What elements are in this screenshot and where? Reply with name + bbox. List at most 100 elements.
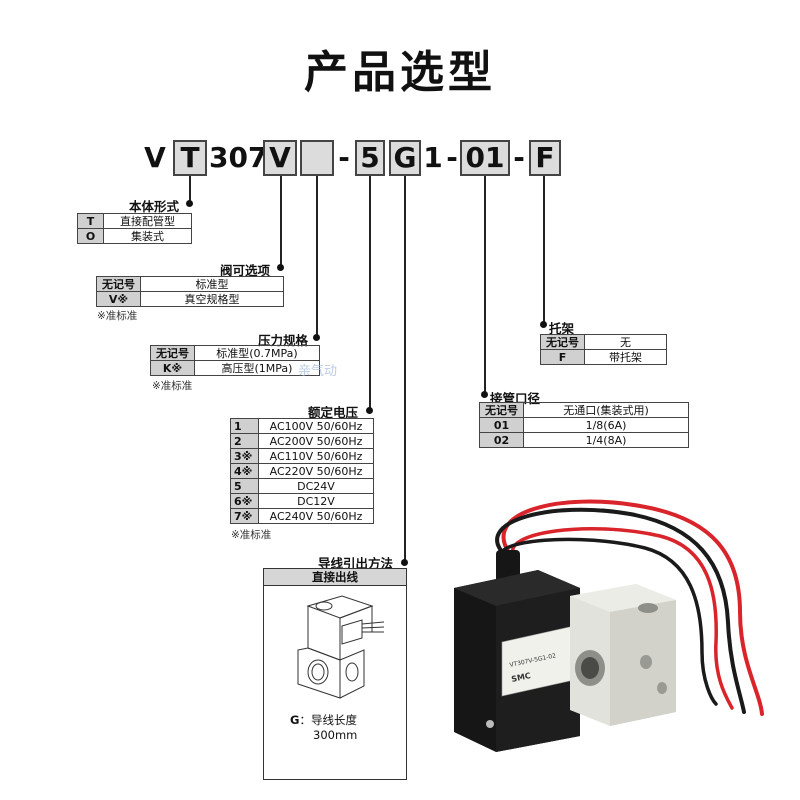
lead-code: G (290, 713, 300, 727)
code-box-voltage: 5 (355, 140, 385, 176)
code-box-lead: G (389, 140, 421, 176)
leader-dot-bracket (540, 321, 547, 328)
page-title: 产品选型 (304, 47, 496, 98)
code-cell: T (77, 213, 104, 229)
code-cell: O (77, 228, 104, 244)
code-dash-3: - (513, 141, 525, 174)
desc-cell: 带托架 (584, 349, 667, 365)
desc-cell: AC200V 50/60Hz (258, 433, 374, 449)
section-title-pressure: 压力规格 (258, 333, 309, 348)
desc-cell: 高压型(1MPa) (194, 360, 320, 376)
code-box-port: 01 (460, 140, 510, 176)
code-cell: 无记号 (540, 334, 585, 350)
desc-cell: 集装式 (103, 228, 192, 244)
desc-cell: DC12V (258, 493, 374, 509)
desc-cell: 1/4(8A) (523, 432, 689, 448)
leader-dot-valve-option (277, 264, 284, 271)
desc-cell: 直接配管型 (103, 213, 192, 229)
note-voltage: ※准标准 (231, 529, 272, 541)
red-wire-2 (510, 527, 734, 710)
leader-dot-lead (401, 559, 408, 566)
leader-dot-port (481, 391, 488, 398)
code-box-bracket: F (529, 140, 561, 176)
desc-cell: AC220V 50/60Hz (258, 463, 374, 479)
table-row: K※高压型(1MPa) (150, 360, 320, 376)
code-cell: F (540, 349, 585, 365)
table-valve-option: 无记号标准型 V※真空规格型 (96, 276, 284, 307)
table-row: 无记号无 (540, 334, 667, 350)
table-row: 3※AC110V 50/60Hz (230, 448, 374, 464)
valve-outline-illustration (297, 595, 385, 699)
lead-code-line: G：导线长度 (290, 712, 357, 728)
desc-cell: DC24V (258, 478, 374, 494)
code-cell: 无记号 (479, 402, 524, 418)
section-title-voltage: 额定电压 (308, 405, 359, 420)
section-title-bracket: 托架 (549, 321, 575, 336)
solenoid-valve-photo: VT307V-5G1-02 SMC (454, 499, 764, 752)
red-wire-1 (501, 499, 764, 716)
code-box-pressure (300, 140, 334, 176)
table-row: 无记号标准型(0.7MPa) (150, 345, 320, 361)
leader-dot-body-type (186, 200, 193, 207)
code-cell: 01 (479, 417, 524, 433)
table-row: 4※AC220V 50/60Hz (230, 463, 374, 479)
desc-cell: 无 (584, 334, 667, 350)
desc-cell: 无通口(集装式用) (523, 402, 689, 418)
desc-cell: 1/8(6A) (523, 417, 689, 433)
code-fixed-1: 1 (423, 141, 443, 174)
leader-valve-option (280, 176, 282, 267)
leader-dot-pressure (313, 334, 320, 341)
code-cell: 无记号 (96, 276, 141, 292)
code-cell: 7※ (230, 508, 259, 524)
table-row: V※真空规格型 (96, 291, 284, 307)
desc-cell: AC100V 50/60Hz (258, 418, 374, 434)
code-series-v: V (144, 141, 166, 174)
lead-option-box (263, 568, 407, 780)
table-row: 无记号标准型 (96, 276, 284, 292)
desc-cell: AC110V 50/60Hz (258, 448, 374, 464)
black-wire-2 (499, 537, 718, 706)
code-series-307: 307 (209, 141, 268, 174)
section-title-body-type: 本体形式 (129, 199, 180, 214)
code-cell: 无记号 (150, 345, 195, 361)
code-cell: 5 (230, 478, 259, 494)
code-box-body-type: T (173, 140, 207, 176)
desc-cell: AC240V 50/60Hz (258, 508, 374, 524)
table-pressure: 无记号标准型(0.7MPa) K※高压型(1MPa) (150, 345, 320, 376)
leader-port (484, 176, 486, 394)
leader-voltage (369, 176, 371, 410)
code-cell: 2 (230, 433, 259, 449)
section-title-lead: 导线引出方法 (318, 556, 394, 571)
table-row: 7※AC240V 50/60Hz (230, 508, 374, 524)
table-row: 无记号无通口(集装式用) (479, 402, 689, 418)
lead-length: 300mm (313, 728, 358, 742)
note-pressure: ※准标准 (152, 380, 193, 392)
desc-cell: 真空规格型 (140, 291, 284, 307)
code-cell: 4※ (230, 463, 259, 479)
code-cell: 6※ (230, 493, 259, 509)
nameplate-brand: SMC (511, 671, 532, 684)
port-top (638, 603, 658, 613)
leader-lead (404, 176, 406, 562)
leader-pressure (316, 176, 318, 337)
leader-bracket (543, 176, 545, 324)
watermark-text: 亲气动 (298, 364, 338, 379)
code-dash-1: - (338, 141, 350, 174)
mounting-screw (486, 720, 494, 728)
table-row: 6※DC12V (230, 493, 374, 509)
code-box-valve-option: V (263, 140, 297, 176)
lead-option-header: 直接出线 (264, 569, 406, 586)
code-cell: 02 (479, 432, 524, 448)
code-cell: 1 (230, 418, 259, 434)
